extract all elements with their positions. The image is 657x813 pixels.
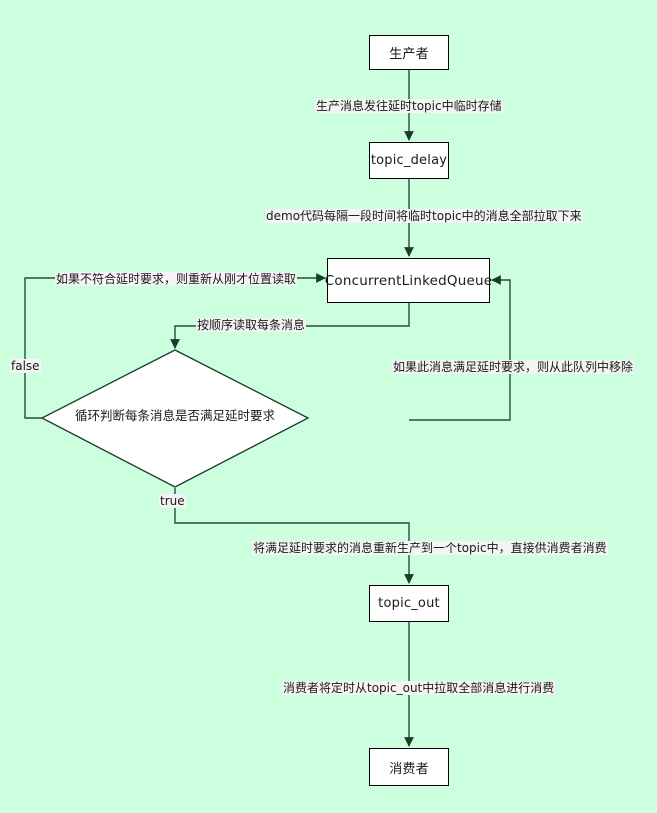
edge-label-produce-to-delay: 生产消息发往延时topic中临时存储 (315, 99, 503, 113)
node-topic-delay[interactable]: topic_delay (369, 142, 449, 179)
edge-label-topicout-to-consumer: 消费者将定时从topic_out中拉取全部消息进行消费 (282, 681, 556, 695)
connector-true-to-topicout (174, 488, 414, 584)
edge-label-decision-to-topicout: 将满足延时要求的消息重新生产到一个topic中，直接供消费者消费 (252, 541, 608, 555)
node-queue-label: ConcurrentLinkedQueue (324, 272, 493, 289)
edge-label-not-match-back: 如果不符合延时要求，则重新从刚才位置读取 (55, 272, 298, 286)
node-producer[interactable]: 生产者 (369, 35, 449, 70)
edge-label-false: false (10, 359, 41, 373)
edge-label-match-remove: 如果此消息满足延时要求，则从此队列中移除 (392, 360, 635, 374)
node-producer-label: 生产者 (389, 47, 429, 62)
edge-label-delay-to-queue: demo代码每隔一段时间将临时topic中的消息全部拉取下来 (265, 209, 583, 223)
node-concurrent-linked-queue[interactable]: ConcurrentLinkedQueue (324, 258, 493, 303)
decision-diamond (40, 349, 310, 488)
node-topic-out[interactable]: topic_out (369, 585, 449, 622)
node-consumer-label: 消费者 (389, 761, 429, 777)
node-topic-delay-label: topic_delay (370, 153, 448, 168)
node-topic-out-label: topic_out (378, 596, 440, 611)
node-decision-label: 循环判断每条消息是否满足延时要求 (74, 408, 275, 423)
node-consumer[interactable]: 消费者 (369, 748, 449, 786)
edge-label-queue-to-decision: 按顺序读取每条消息 (196, 318, 307, 332)
connector-remove-from-queue (409, 275, 511, 421)
edge-label-true: true (159, 494, 186, 508)
